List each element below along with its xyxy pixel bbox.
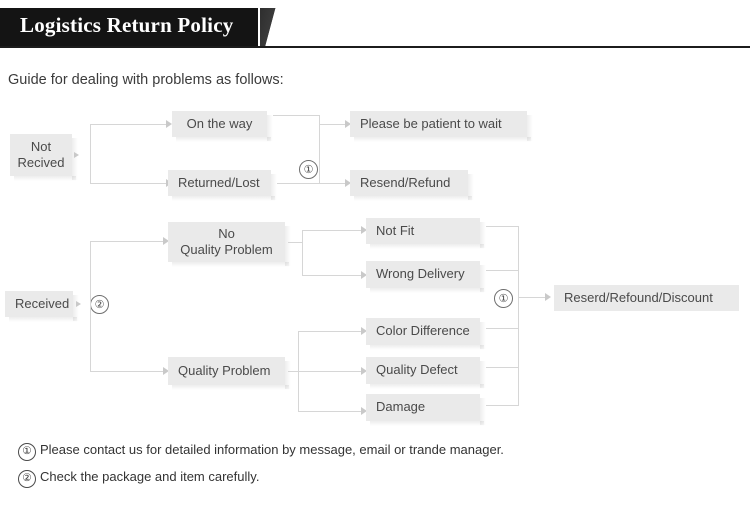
footnote-1-number: ① — [18, 443, 36, 461]
node-not-fit-label: Not Fit — [376, 222, 415, 238]
connector-merge-section2 — [518, 226, 519, 406]
node-color-difference: Color Difference — [366, 318, 486, 350]
connector-returned-lost-out — [277, 183, 345, 184]
node-resend-refund: Resend/Refund — [350, 170, 474, 201]
marker-note-1-section1: ① — [299, 160, 318, 179]
connector-to-returned-lost — [90, 183, 166, 184]
footnote-2-text: Check the package and item carefully. — [40, 469, 260, 484]
intro-text: Guide for dealing with problems as follo… — [8, 72, 284, 88]
node-no-quality-problem-line1: No — [218, 225, 235, 241]
connector-to-no-quality — [90, 241, 163, 242]
footnote-2-number: ② — [18, 470, 36, 488]
connector-color-difference-out — [486, 328, 518, 329]
node-not-fit: Not Fit — [366, 218, 486, 249]
connector-to-on-the-way — [90, 124, 166, 125]
node-please-be-patient-label: Please be patient to wait — [360, 115, 502, 131]
marker-note-1-section1-label: ① — [303, 164, 314, 176]
footnotes: ① Please contact us for detailed informa… — [18, 442, 718, 496]
arrow-damage — [361, 407, 367, 415]
node-quality-problem: Quality Problem — [168, 357, 291, 390]
arrow-color-difference — [361, 327, 367, 335]
connector-no-quality-out — [288, 242, 302, 243]
node-final-result: Reserd/Refound/Discount — [554, 285, 739, 311]
connector-quality-out — [288, 371, 298, 372]
node-resend-refund-label: Resend/Refund — [360, 174, 451, 190]
node-not-received-line2: Recived — [17, 155, 65, 170]
header-banner-flag-icon — [260, 8, 290, 46]
node-quality-defect: Quality Defect — [366, 357, 486, 389]
node-wrong-delivery: Wrong Delivery — [366, 261, 486, 293]
node-no-quality-problem-line2: Quality Problem — [180, 242, 273, 257]
arrow-please-wait — [345, 120, 351, 128]
connector-to-damage — [298, 411, 361, 412]
connector-merge-section1 — [319, 115, 320, 183]
marker-note-1-section2-label: ① — [498, 293, 509, 305]
connector-to-color-difference — [298, 331, 361, 332]
connector-split1-to-wait — [319, 124, 345, 125]
arrow-received-out — [76, 301, 81, 307]
connector-split-no-quality — [302, 230, 303, 275]
header: Logistics Return Policy — [0, 0, 750, 48]
arrow-quality-defect — [361, 367, 367, 375]
connector-wrong-delivery-out — [486, 270, 518, 271]
arrow-resend-refund — [345, 179, 351, 187]
connector-damage-out — [486, 405, 518, 406]
node-final-result-label: Reserd/Refound/Discount — [564, 289, 713, 305]
marker-note-2-section2-label: ② — [94, 299, 105, 311]
node-returned-lost: Returned/Lost — [168, 170, 277, 201]
connector-to-wrong-delivery — [302, 275, 361, 276]
node-color-difference-label: Color Difference — [376, 323, 470, 339]
node-not-received: Not Recived — [10, 134, 78, 181]
connector-merge-to-result — [518, 297, 545, 298]
node-on-the-way-label: On the way — [186, 115, 253, 131]
connector-to-quality-problem — [90, 371, 163, 372]
node-quality-problem-label: Quality Problem — [178, 362, 271, 378]
page-title: Logistics Return Policy — [20, 13, 234, 37]
arrow-quality-problem — [163, 367, 169, 375]
node-on-the-way: On the way — [172, 111, 273, 142]
arrow-final-result — [545, 293, 551, 301]
arrow-not-received-out — [74, 152, 79, 158]
connector-not-fit-out — [486, 226, 518, 227]
node-damage-label: Damage — [376, 399, 426, 415]
node-no-quality-problem: No Quality Problem — [168, 222, 291, 267]
marker-note-1-section2: ① — [494, 289, 513, 308]
connector-split-not-received — [90, 124, 91, 184]
connector-quality-defect-out — [486, 367, 518, 368]
connector-split-received — [90, 241, 91, 371]
node-wrong-delivery-label: Wrong Delivery — [376, 266, 465, 282]
footnote-row-2: ② Check the package and item carefully. — [18, 469, 718, 488]
node-damage: Damage — [366, 394, 486, 426]
node-not-received-line1: Not — [30, 138, 52, 154]
marker-note-2-section2: ② — [90, 295, 109, 314]
footnote-1-text: Please contact us for detailed informati… — [40, 442, 504, 457]
header-divider — [0, 46, 750, 48]
connector-to-not-fit — [302, 230, 361, 231]
header-banner-bar — [0, 8, 258, 46]
node-quality-defect-label: Quality Defect — [376, 362, 458, 378]
footnote-row-1: ① Please contact us for detailed informa… — [18, 442, 718, 461]
arrow-on-the-way — [166, 120, 172, 128]
arrow-no-quality-problem — [163, 237, 169, 245]
arrow-wrong-delivery — [361, 271, 367, 279]
node-received-label: Received — [15, 295, 70, 311]
node-please-be-patient: Please be patient to wait — [350, 111, 533, 142]
node-received: Received — [5, 291, 79, 322]
connector-on-the-way-out — [273, 115, 319, 116]
arrow-not-fit — [361, 226, 367, 234]
connector-to-quality-defect — [298, 371, 361, 372]
node-returned-lost-label: Returned/Lost — [178, 174, 260, 190]
